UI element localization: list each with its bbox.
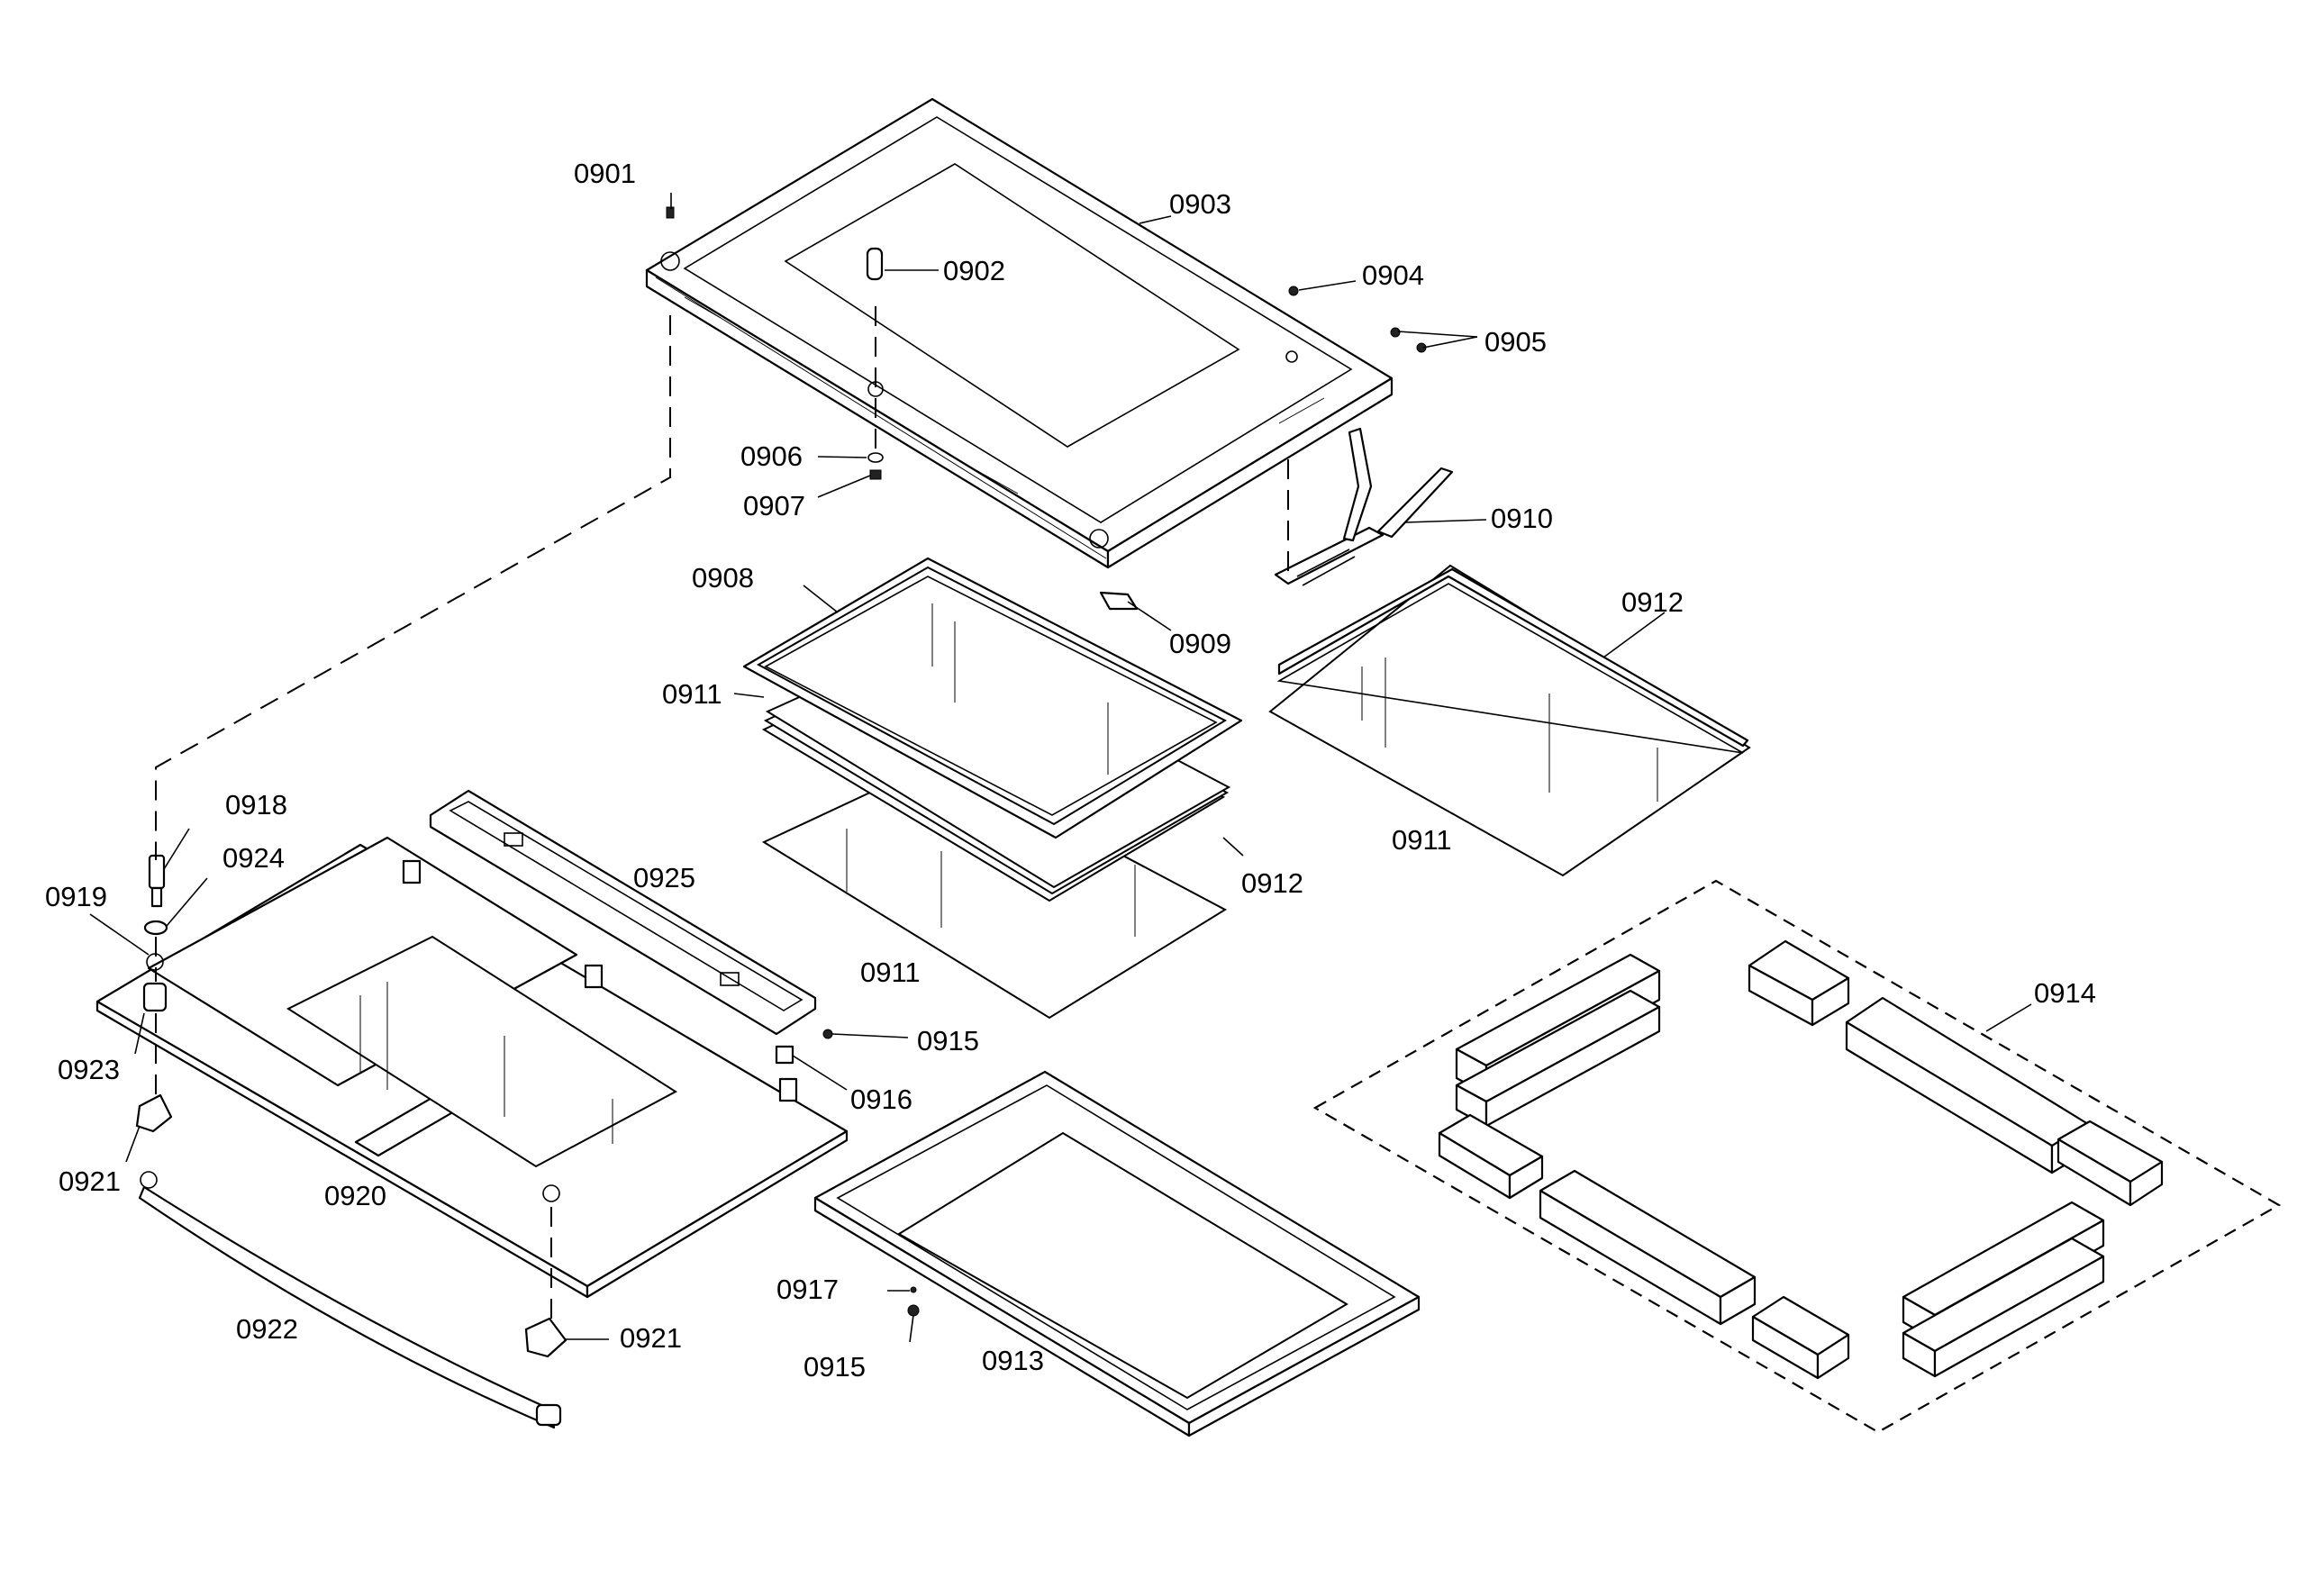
standoff-0918 xyxy=(148,854,166,908)
door-inner-panel-0903 xyxy=(645,97,1394,569)
label-0919: 0919 xyxy=(45,881,107,912)
screw-0901 xyxy=(666,206,675,219)
door-frame-0913 xyxy=(813,1070,1421,1437)
outer-door-panel-0920 xyxy=(95,836,849,1299)
insulation-block xyxy=(1751,1295,1850,1380)
bracket-0925 xyxy=(429,789,817,1036)
label-0911-c: 0911 xyxy=(860,957,921,988)
nut-0907 xyxy=(869,469,882,480)
label-0912-a: 0912 xyxy=(1621,586,1684,618)
clip-0909 xyxy=(1099,591,1139,611)
label-0910: 0910 xyxy=(1491,503,1553,534)
label-0906: 0906 xyxy=(740,440,803,472)
label-0914: 0914 xyxy=(2034,977,2096,1009)
end-cap-0921-bottom xyxy=(524,1317,567,1358)
spacer-0923 xyxy=(142,982,168,1012)
label-0915-a: 0915 xyxy=(917,1025,979,1056)
label-0902: 0902 xyxy=(943,255,1005,286)
insulation-block xyxy=(1539,1169,1757,1326)
screw-0915-bottom xyxy=(907,1304,920,1317)
hinge-0910 xyxy=(1274,427,1454,586)
label-0920: 0920 xyxy=(324,1180,386,1211)
label-0911-b: 0911 xyxy=(1392,824,1452,856)
washer-0924 xyxy=(143,920,168,936)
stud-0917 xyxy=(910,1286,917,1293)
glass-panel-right xyxy=(1268,564,1751,877)
washer-0906 xyxy=(867,452,884,463)
insulation-block xyxy=(1902,1237,2105,1378)
pin-0902 xyxy=(866,247,884,281)
label-0904: 0904 xyxy=(1362,259,1424,291)
screw-0904 xyxy=(1288,286,1299,296)
label-0922: 0922 xyxy=(236,1313,298,1345)
insulation-block xyxy=(1748,939,1850,1027)
insulation-block xyxy=(2056,1120,2164,1207)
glass-stack-center xyxy=(742,557,1243,1020)
label-0921-a: 0921 xyxy=(59,1165,121,1197)
label-0916: 0916 xyxy=(850,1084,912,1115)
insulation-set-0914 xyxy=(1312,879,2282,1434)
clip-0916 xyxy=(775,1045,794,1065)
end-cap-0921-top xyxy=(135,1093,173,1133)
label-0903: 0903 xyxy=(1169,188,1231,220)
label-0911-a: 0911 xyxy=(662,678,722,710)
screw-0915-top xyxy=(822,1029,833,1039)
label-0915-b: 0915 xyxy=(803,1351,866,1383)
screws-0905 xyxy=(1390,327,1427,353)
label-0923: 0923 xyxy=(58,1054,120,1085)
leader-lines xyxy=(89,193,2032,1343)
part-labels: 0901 0902 0903 0904 0905 0906 0907 0908 … xyxy=(45,158,2096,1383)
insulation-block xyxy=(1438,1113,1544,1200)
label-0913: 0913 xyxy=(982,1345,1044,1376)
insulation-block xyxy=(1455,989,1661,1128)
insulation-block xyxy=(1845,996,2090,1174)
label-0917: 0917 xyxy=(776,1274,839,1305)
door-handle-0922 xyxy=(138,1171,562,1429)
label-0905: 0905 xyxy=(1484,326,1547,358)
label-0921-b: 0921 xyxy=(620,1322,682,1354)
label-0918: 0918 xyxy=(225,789,287,821)
label-0909: 0909 xyxy=(1169,628,1231,659)
label-0924: 0924 xyxy=(222,842,285,874)
label-0907: 0907 xyxy=(743,490,805,521)
assembly-guide-line xyxy=(155,306,1289,1324)
label-0912-b: 0912 xyxy=(1241,867,1303,899)
label-0908: 0908 xyxy=(692,562,754,594)
label-0901: 0901 xyxy=(574,158,636,189)
label-0925: 0925 xyxy=(633,862,695,893)
